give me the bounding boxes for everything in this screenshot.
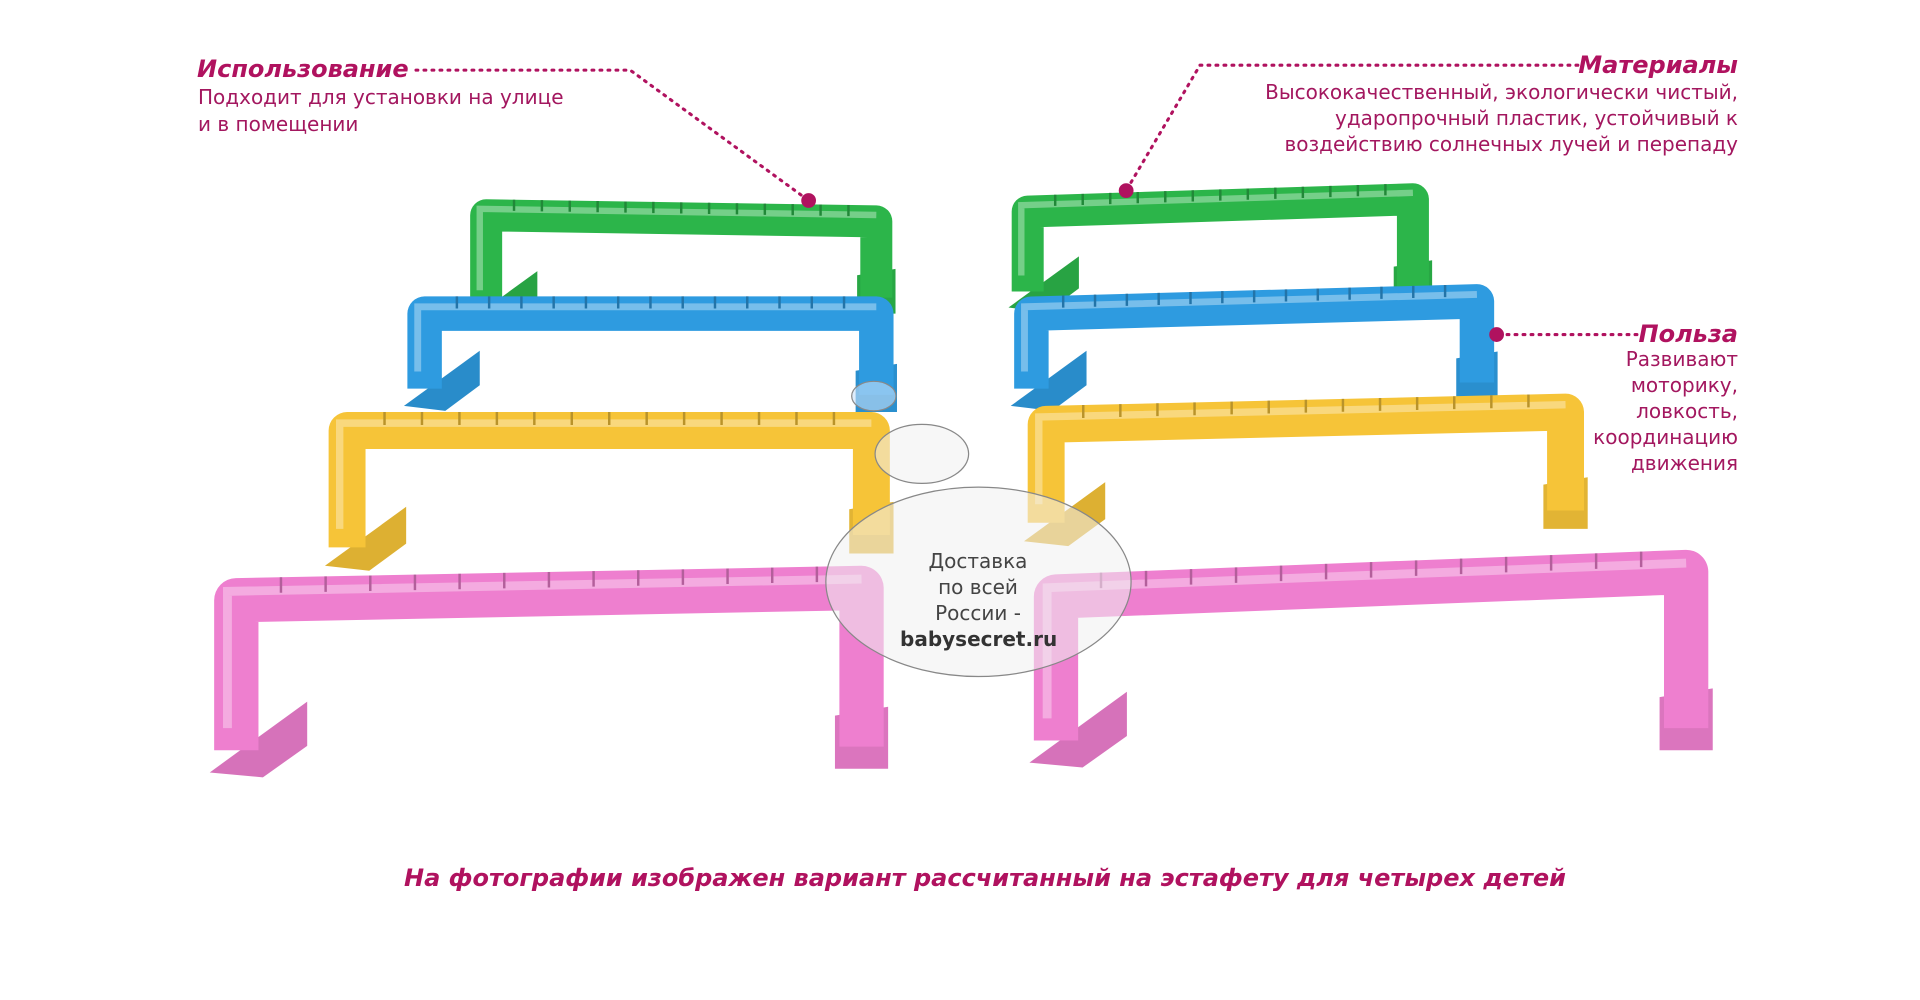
hurdle-ribs — [512, 199, 850, 217]
usage-title: Использование — [197, 55, 409, 83]
materials-line-1: Высококачественный, экологически чистый, — [1265, 80, 1738, 104]
yellow-hurdle — [1024, 393, 1588, 547]
hurdle-highlight — [1021, 291, 1478, 372]
delivery-watermark: Доставка по всей России - babysecret.ru — [900, 548, 1058, 652]
materials-line-3: воздействию солнечных лучей и перепаду — [1284, 132, 1738, 156]
yellow-hurdle — [324, 412, 894, 571]
hurdle-ribs — [455, 296, 846, 309]
benefit-line-3: ловкость, — [1636, 399, 1738, 423]
watermark-line-2: по всей России - — [935, 575, 1021, 625]
hurdle-frame — [1033, 549, 1709, 741]
benefit-marker-dot — [1489, 327, 1504, 342]
bubble-medium — [874, 423, 970, 485]
hurdle-frame — [470, 199, 893, 307]
benefit-line-2: моторику, — [1630, 373, 1738, 397]
benefit-line-1: Развивают — [1625, 347, 1738, 371]
watermark-bubbles — [825, 380, 1132, 678]
hurdle-frame — [407, 296, 894, 395]
usage-marker-dot — [801, 193, 816, 208]
blue-hurdle — [403, 296, 897, 413]
usage-line-1: Подходит для установки на улице — [198, 85, 564, 109]
usage-line-2: и в помещении — [198, 112, 359, 136]
callout-lines — [414, 63, 1639, 337]
bubble-large — [825, 486, 1132, 678]
hurdle-ribs — [279, 566, 819, 593]
hurdle-highlight — [476, 205, 877, 291]
hurdle-frame — [214, 565, 884, 751]
bubble-small — [851, 380, 897, 412]
hurdle-frame — [1011, 183, 1429, 292]
hurdle-ribs — [1082, 394, 1530, 418]
usage-leader-line — [414, 68, 811, 203]
pink-hurdle — [209, 565, 889, 778]
benefit-title: Польза — [1638, 320, 1738, 348]
hurdle-frame — [328, 412, 890, 548]
hurdle-frame — [1014, 284, 1495, 389]
pink-hurdle — [1029, 549, 1713, 768]
benefit-line-5: движения — [1630, 451, 1738, 475]
hurdle-highlight — [1035, 400, 1566, 505]
benefit-line-4: координацию — [1593, 425, 1738, 449]
hurdle-ribs — [383, 412, 836, 425]
hurdle-frame — [1027, 393, 1585, 523]
hurdle-highlight — [1018, 189, 1414, 276]
materials-marker-dot — [1118, 183, 1134, 199]
hurdle-ribs — [1053, 184, 1387, 206]
materials-title: Материалы — [1578, 51, 1738, 79]
photo-caption: На фотографии изображен вариант рассчита… — [404, 864, 1566, 892]
hurdle-highlight — [414, 303, 877, 372]
materials-leader-line — [1124, 63, 1580, 193]
materials-line-2: ударопрочный пластик, устойчивый к — [1335, 106, 1738, 130]
green-hurdle — [1008, 183, 1433, 313]
hurdle-ribs — [1061, 285, 1447, 308]
hurdle-highlight — [336, 419, 872, 529]
watermark-site: babysecret.ru — [900, 627, 1058, 651]
hurdle-highlight — [223, 574, 862, 729]
watermark-line-1: Доставка — [928, 549, 1028, 573]
blue-hurdle — [1010, 284, 1498, 411]
